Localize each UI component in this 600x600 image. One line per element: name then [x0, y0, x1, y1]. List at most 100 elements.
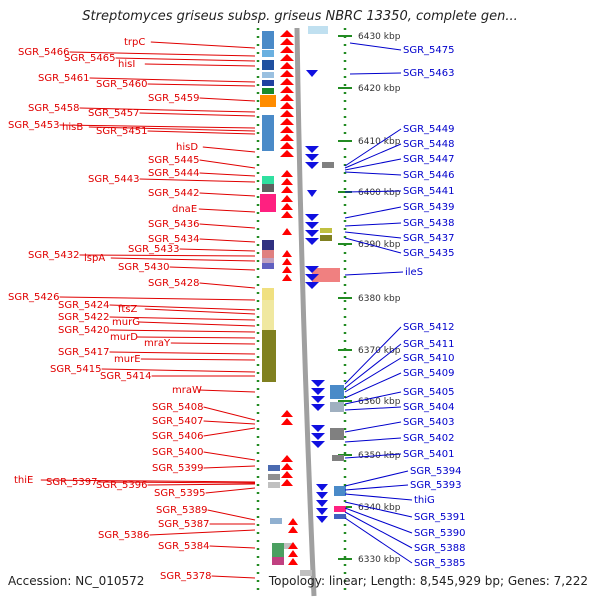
gene-label-sgr_5420[interactable]: SGR_5420: [58, 325, 110, 336]
label-connector-left: [202, 146, 256, 153]
gene-label-sgr_5437[interactable]: SGR_5437: [403, 233, 455, 244]
gene-label-sgr_5435[interactable]: SGR_5435: [403, 248, 455, 259]
gene-label-murg[interactable]: murG: [112, 317, 140, 328]
gene-label-lspa[interactable]: lspA: [84, 253, 105, 264]
forward-gene-arrow: [280, 54, 294, 61]
gene-block: [330, 385, 344, 399]
gene-label-sgr_5434[interactable]: SGR_5434: [148, 234, 200, 245]
gene-label-sgr_5405[interactable]: SGR_5405: [403, 387, 455, 398]
gene-label-sgr_5389[interactable]: SGR_5389: [156, 505, 208, 516]
gene-label-sgr_5428[interactable]: SGR_5428: [148, 278, 200, 289]
gene-block: [268, 474, 280, 480]
gene-label-sgr_5401[interactable]: SGR_5401: [403, 449, 455, 460]
gene-label-hisd[interactable]: hisD: [176, 142, 198, 153]
gene-block: [262, 50, 274, 57]
gene-label-sgr_5426[interactable]: SGR_5426: [8, 292, 60, 303]
gene-label-sgr_5388[interactable]: SGR_5388: [414, 543, 466, 554]
gene-label-mray[interactable]: mraY: [144, 338, 171, 349]
label-connector-right: [344, 421, 402, 433]
gene-label-sgr_5451[interactable]: SGR_5451: [96, 126, 148, 137]
forward-gene-arrow: [281, 463, 293, 470]
gene-label-thie[interactable]: thiE: [14, 475, 33, 486]
gene-label-sgr_5442[interactable]: SGR_5442: [148, 188, 200, 199]
gene-label-sgr_5457[interactable]: SGR_5457: [88, 108, 140, 119]
gene-label-sgr_5422[interactable]: SGR_5422: [58, 312, 110, 323]
gene-label-sgr_5408[interactable]: SGR_5408: [152, 402, 204, 413]
gene-label-sgr_5438[interactable]: SGR_5438: [403, 218, 455, 229]
gene-label-sgr_5412[interactable]: SGR_5412: [403, 322, 455, 333]
label-connector-right: [344, 171, 402, 176]
gene-label-sgr_5447[interactable]: SGR_5447: [403, 154, 455, 165]
gene-label-sgr_5407[interactable]: SGR_5407: [152, 416, 204, 427]
gene-block: [312, 268, 340, 282]
gene-label-sgr_5449[interactable]: SGR_5449: [403, 124, 455, 135]
gene-label-murd[interactable]: murD: [110, 332, 138, 343]
gene-label-sgr_5475[interactable]: SGR_5475: [403, 45, 455, 56]
gene-label-sgr_5397[interactable]: SGR_5397: [46, 477, 98, 488]
gene-label-sgr_5399[interactable]: SGR_5399: [152, 463, 204, 474]
gene-label-sgr_5465[interactable]: SGR_5465: [64, 53, 116, 64]
gene-label-sgr_5384[interactable]: SGR_5384: [158, 541, 210, 552]
gene-label-sgr_5410[interactable]: SGR_5410: [403, 353, 455, 364]
forward-gene-arrow: [282, 258, 292, 265]
gene-label-sgr_5433[interactable]: SGR_5433: [128, 244, 180, 255]
gene-label-iles[interactable]: ileS: [405, 267, 423, 278]
gene-label-ftsz[interactable]: ftsZ: [118, 304, 137, 315]
gene-label-sgr_5444[interactable]: SGR_5444: [148, 168, 200, 179]
gene-label-sgr_5424[interactable]: SGR_5424: [58, 300, 110, 311]
label-connector-right: [344, 128, 402, 167]
gene-label-sgr_5453[interactable]: SGR_5453: [8, 120, 60, 131]
gene-label-sgr_5436[interactable]: SGR_5436: [148, 219, 200, 230]
gene-label-sgr_5385[interactable]: SGR_5385: [414, 558, 466, 569]
forward-gene-arrow: [280, 62, 294, 69]
gene-label-sgr_5403[interactable]: SGR_5403: [403, 417, 455, 428]
gene-label-sgr_5396[interactable]: SGR_5396: [96, 480, 148, 491]
gene-label-sgr_5402[interactable]: SGR_5402: [403, 433, 455, 444]
gene-label-hisb[interactable]: hisB: [62, 122, 83, 133]
gene-label-sgr_5432[interactable]: SGR_5432: [28, 250, 80, 261]
gene-label-hisi[interactable]: hisI: [118, 59, 135, 70]
gene-label-sgr_5387[interactable]: SGR_5387: [158, 519, 210, 530]
gene-label-sgr_5404[interactable]: SGR_5404: [403, 402, 455, 413]
gene-label-sgr_5459[interactable]: SGR_5459: [148, 93, 200, 104]
gene-label-sgr_5400[interactable]: SGR_5400: [152, 447, 204, 458]
gene-label-mure[interactable]: murE: [114, 354, 141, 365]
gene-label-sgr_5445[interactable]: SGR_5445: [148, 155, 200, 166]
gene-label-sgr_5441[interactable]: SGR_5441: [403, 186, 455, 197]
gene-label-sgr_5466[interactable]: SGR_5466: [18, 47, 70, 58]
gene-label-dnae[interactable]: dnaE: [172, 204, 197, 215]
gene-label-sgr_5391[interactable]: SGR_5391: [414, 512, 466, 523]
gene-label-sgr_5386[interactable]: SGR_5386: [98, 530, 150, 541]
gene-label-sgr_5461[interactable]: SGR_5461: [38, 73, 90, 84]
label-connector-left: [110, 257, 256, 262]
gene-label-sgr_5414[interactable]: SGR_5414: [100, 371, 152, 382]
gene-label-sgr_5378[interactable]: SGR_5378: [160, 571, 212, 582]
gene-label-sgr_5446[interactable]: SGR_5446: [403, 170, 455, 181]
gene-label-sgr_5417[interactable]: SGR_5417: [58, 347, 110, 358]
forward-gene-arrow: [288, 542, 298, 549]
gene-label-sgr_5393[interactable]: SGR_5393: [410, 480, 462, 491]
gene-label-sgr_5458[interactable]: SGR_5458: [28, 103, 80, 114]
gene-label-sgr_5415[interactable]: SGR_5415: [50, 364, 102, 375]
gene-label-sgr_5439[interactable]: SGR_5439: [403, 202, 455, 213]
gene-label-sgr_5406[interactable]: SGR_5406: [152, 431, 204, 442]
gene-label-thig[interactable]: thiG: [414, 495, 435, 506]
label-connector-left: [207, 509, 256, 521]
gene-label-sgr_5463[interactable]: SGR_5463: [403, 68, 455, 79]
gene-label-sgr_5430[interactable]: SGR_5430: [118, 262, 170, 273]
gene-label-sgr_5394[interactable]: SGR_5394: [410, 466, 462, 477]
gene-label-sgr_5448[interactable]: SGR_5448: [403, 139, 455, 150]
gene-label-sgr_5460[interactable]: SGR_5460: [96, 79, 148, 90]
gene-label-sgr_5411[interactable]: SGR_5411: [403, 339, 455, 350]
gene-label-trpc[interactable]: trpC: [124, 37, 145, 48]
gene-label-mraw[interactable]: mraW: [172, 385, 202, 396]
gene-label-sgr_5390[interactable]: SGR_5390: [414, 528, 466, 539]
gene-label-sgr_5443[interactable]: SGR_5443: [88, 174, 140, 185]
gene-block: [272, 557, 284, 565]
forward-gene-arrow: [281, 203, 293, 210]
gene-label-sgr_5395[interactable]: SGR_5395: [154, 488, 206, 499]
label-connector-right: [344, 406, 402, 411]
chromosome-axis: [294, 27, 317, 597]
gene-label-sgr_5409[interactable]: SGR_5409: [403, 368, 455, 379]
reverse-gene-arrow: [311, 404, 325, 411]
